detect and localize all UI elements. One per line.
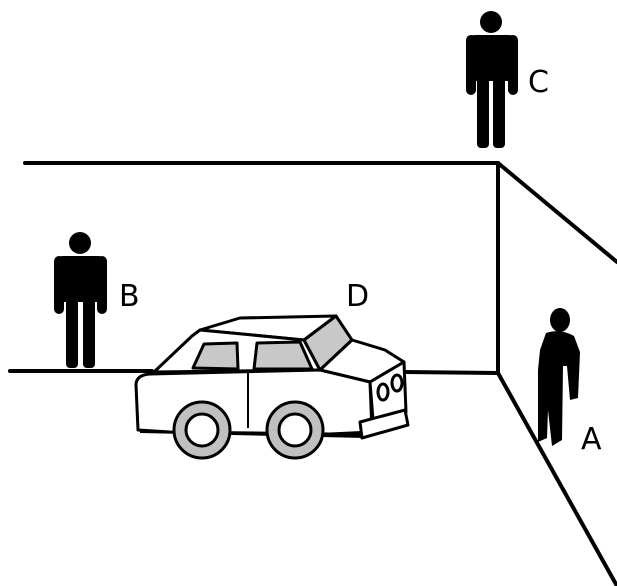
- side-wall-top-edge: [496, 161, 617, 264]
- hubcap-rear: [184, 412, 220, 448]
- headlight-left: [376, 382, 390, 402]
- car-window-front: [191, 341, 240, 371]
- person-a: [538, 308, 580, 446]
- car-body: [134, 368, 374, 436]
- car-bumper: [358, 408, 410, 440]
- label-d: D: [346, 279, 369, 314]
- hubcap-front: [277, 412, 313, 448]
- car-window-rear: [252, 340, 314, 371]
- person-c: [466, 11, 518, 148]
- wall-lines: [8, 161, 617, 586]
- floor-back-edge-right: [403, 370, 500, 375]
- label-c: C: [528, 65, 549, 100]
- label-a: A: [581, 422, 602, 457]
- label-b: B: [119, 279, 140, 314]
- car-d: [134, 314, 410, 460]
- person-b: [54, 232, 107, 368]
- headlight-right: [390, 373, 404, 393]
- floor-side-edge: [496, 371, 617, 586]
